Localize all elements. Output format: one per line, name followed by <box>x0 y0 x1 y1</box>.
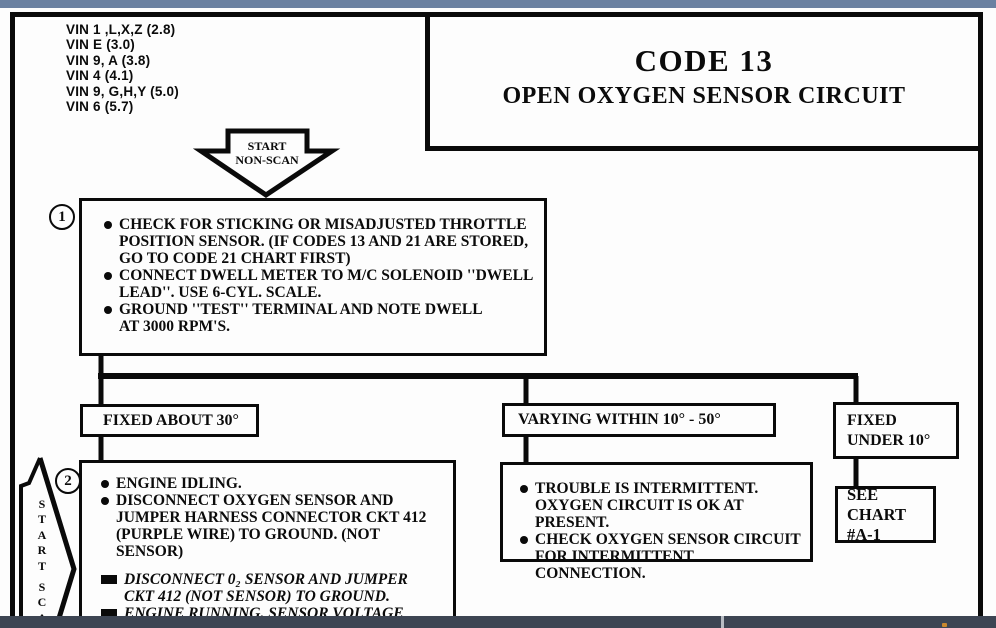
step1-bullet-list: CHECK FOR STICKING OR MISADJUSTED THROTT… <box>104 216 536 335</box>
instruction-text: CONNECT DWELL METER TO M/C SOLENOID ''DW… <box>119 267 534 301</box>
bullet-icon <box>101 480 109 488</box>
instruction-text: GROUND ''TEST'' TERMINAL AND NOTE DWELL … <box>119 301 483 335</box>
step1-number-badge: 1 <box>49 204 75 230</box>
taskbar-divider <box>721 616 724 628</box>
page-title: CODE 13 <box>634 43 774 78</box>
step1-box: CHECK FOR STICKING OR MISADJUSTED THROTT… <box>79 198 547 356</box>
check-text: DISCONNECT 0₂ SENSOR AND JUMPER CKT 412 … <box>124 571 408 605</box>
vin-line: VIN 6 (5.7) <box>66 99 134 115</box>
vin-line: VIN 9, A (3.8) <box>66 52 151 68</box>
branch-label-fixed-under-10: FIXED UNDER 10° <box>833 402 959 459</box>
see-chart-box: SEE CHART #A-1 <box>835 485 936 544</box>
step2-check-list: DISCONNECT 0₂ SENSOR AND JUMPER CKT 412 … <box>101 571 447 628</box>
instruction-text: DISCONNECT OXYGEN SENSOR AND JUMPER HARN… <box>116 492 427 560</box>
instruction-text: ENGINE IDLING. <box>116 475 242 492</box>
vin-list: VIN 1 ,L,X,Z (2.8)VIN E (3.0)VIN 9, A (3… <box>66 22 179 114</box>
instruction-row: ENGINE IDLING. <box>101 475 447 492</box>
step2-number-badge: 2 <box>55 468 81 494</box>
window-top-strip <box>0 0 996 8</box>
square-bullet-icon <box>101 575 117 584</box>
instruction-row: CHECK OXYGEN SENSOR CIRCUIT FOR INTERMIT… <box>520 531 806 582</box>
vin-line: VIN E (3.0) <box>66 37 135 53</box>
instruction-row: GROUND ''TEST'' TERMINAL AND NOTE DWELL … <box>104 301 536 335</box>
instruction-row: CONNECT DWELL METER TO M/C SOLENOID ''DW… <box>104 267 536 301</box>
branch-label-varying-10-50: VARYING WITHIN 10° - 50° <box>502 403 776 437</box>
taskbar-orange-dot-icon <box>942 623 947 627</box>
page-subtitle: OPEN OXYGEN SENSOR CIRCUIT <box>502 83 906 109</box>
instruction-row: DISCONNECT OXYGEN SENSOR AND JUMPER HARN… <box>101 492 447 560</box>
instruction-row: CHECK FOR STICKING OR MISADJUSTED THROTT… <box>104 216 536 267</box>
step2-box: ENGINE IDLING. DISCONNECT OXYGEN SENSOR … <box>79 460 456 628</box>
square-bullet-icon <box>101 609 117 618</box>
step2-bullet-list: ENGINE IDLING. DISCONNECT OXYGEN SENSOR … <box>101 475 447 560</box>
bullet-icon <box>520 485 528 493</box>
title-box: CODE 13 OPEN OXYGEN SENSOR CIRCUIT <box>425 12 983 151</box>
intermittent-box: TROUBLE IS INTERMITTENT. OXYGEN CIRCUIT … <box>500 462 813 582</box>
vin-line: VIN 4 (4.1) <box>66 68 134 84</box>
vin-line: VIN 9, G,H,Y (5.0) <box>66 83 179 99</box>
instruction-row: TROUBLE IS INTERMITTENT. OXYGEN CIRCUIT … <box>520 480 806 531</box>
branch-label-fixed-about-30: FIXED ABOUT 30° <box>80 404 259 437</box>
bullet-icon <box>101 497 109 505</box>
bullet-icon <box>104 306 112 314</box>
vin-line: VIN 1 ,L,X,Z (2.8) <box>66 22 176 37</box>
instruction-text: TROUBLE IS INTERMITTENT. OXYGEN CIRCUIT … <box>535 480 759 531</box>
check-row: DISCONNECT 0₂ SENSOR AND JUMPER CKT 412 … <box>101 571 447 605</box>
intermittent-bullet-list: TROUBLE IS INTERMITTENT. OXYGEN CIRCUIT … <box>520 480 806 582</box>
bullet-icon <box>104 272 112 280</box>
start-scan-label-start: START <box>37 497 47 573</box>
bullet-icon <box>520 536 528 544</box>
bullet-icon <box>104 221 112 229</box>
instruction-text: CHECK FOR STICKING OR MISADJUSTED THROTT… <box>119 216 529 267</box>
taskbar-strip <box>0 616 996 628</box>
instruction-text: CHECK OXYGEN SENSOR CIRCUIT FOR INTERMIT… <box>535 531 801 582</box>
